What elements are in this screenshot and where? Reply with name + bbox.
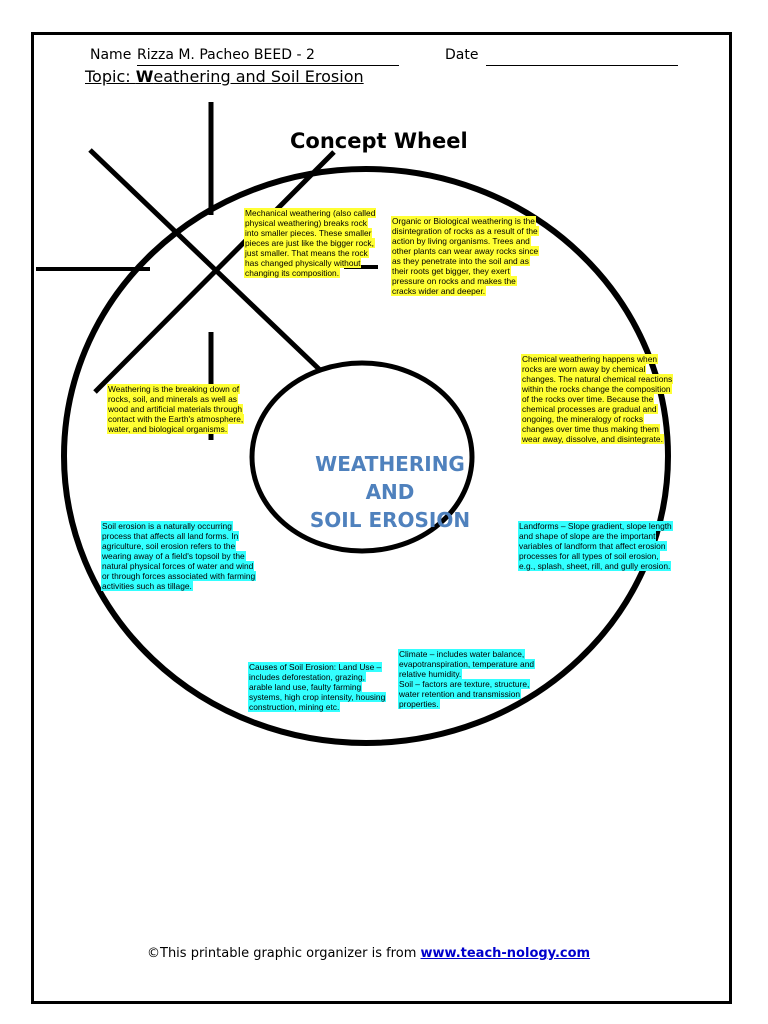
spoke-diagonal-long <box>88 148 322 372</box>
center-line-3: SOIL EROSION <box>309 508 471 532</box>
name-field[interactable]: Rizza M. Pacheo BEED - 2 <box>137 47 399 66</box>
spoke-diagonal-up <box>93 150 336 394</box>
note-landforms-text: Landforms – Slope gradient, slope length… <box>518 521 673 571</box>
name-label: Name <box>90 47 132 63</box>
topic-prefix: Topic: <box>85 67 136 86</box>
page-title: Concept Wheel <box>290 129 468 153</box>
footer: ©This printable graphic organizer is fro… <box>147 946 590 961</box>
note-causes: Causes of Soil Erosion: Land Use – inclu… <box>248 662 388 712</box>
topic-w: W <box>135 67 154 86</box>
page-frame <box>31 32 732 1004</box>
note-causes-text: Causes of Soil Erosion: Land Use – inclu… <box>248 662 387 712</box>
topic-heading: Topic: Weathering and Soil Erosion <box>85 67 364 86</box>
note-chemical: Chemical weathering happens when rocks a… <box>521 354 674 444</box>
center-line-1: WEATHERING <box>315 452 465 476</box>
note-climate-text: Climate – includes water balance, evapot… <box>398 649 536 679</box>
date-label: Date <box>445 47 479 63</box>
note-biological-text: Organic or Biological weathering is the … <box>391 216 540 296</box>
note-soil-erosion-text: Soil erosion is a naturally occurring pr… <box>101 521 257 591</box>
note-soil-text: Soil – factors are texture, structure, w… <box>398 679 531 709</box>
center-topic: WEATHERING AND SOIL EROSION <box>280 450 500 534</box>
date-field[interactable] <box>486 47 678 66</box>
note-soil-erosion: Soil erosion is a naturally occurring pr… <box>101 521 261 591</box>
note-biological: Organic or Biological weathering is the … <box>391 216 541 296</box>
note-climate-soil: Climate – includes water balance, evapot… <box>398 649 550 709</box>
footer-text: ©This printable graphic organizer is fro… <box>147 946 421 961</box>
note-weathering: Weathering is the breaking down of rocks… <box>107 384 253 434</box>
note-weathering-text: Weathering is the breaking down of rocks… <box>107 384 245 434</box>
note-chemical-text: Chemical weathering happens when rocks a… <box>521 354 674 444</box>
note-mechanical-text: Mechanical weathering (also called physi… <box>244 208 377 278</box>
note-mechanical: Mechanical weathering (also called physi… <box>244 208 380 278</box>
footer-link[interactable]: www.teach-nology.com <box>420 946 591 961</box>
topic-rest: eathering and Soil Erosion <box>153 67 364 86</box>
center-line-2: AND <box>365 480 415 504</box>
note-landforms: Landforms – Slope gradient, slope length… <box>518 521 676 571</box>
outer-ring <box>61 166 671 746</box>
inner-circle <box>249 360 475 554</box>
